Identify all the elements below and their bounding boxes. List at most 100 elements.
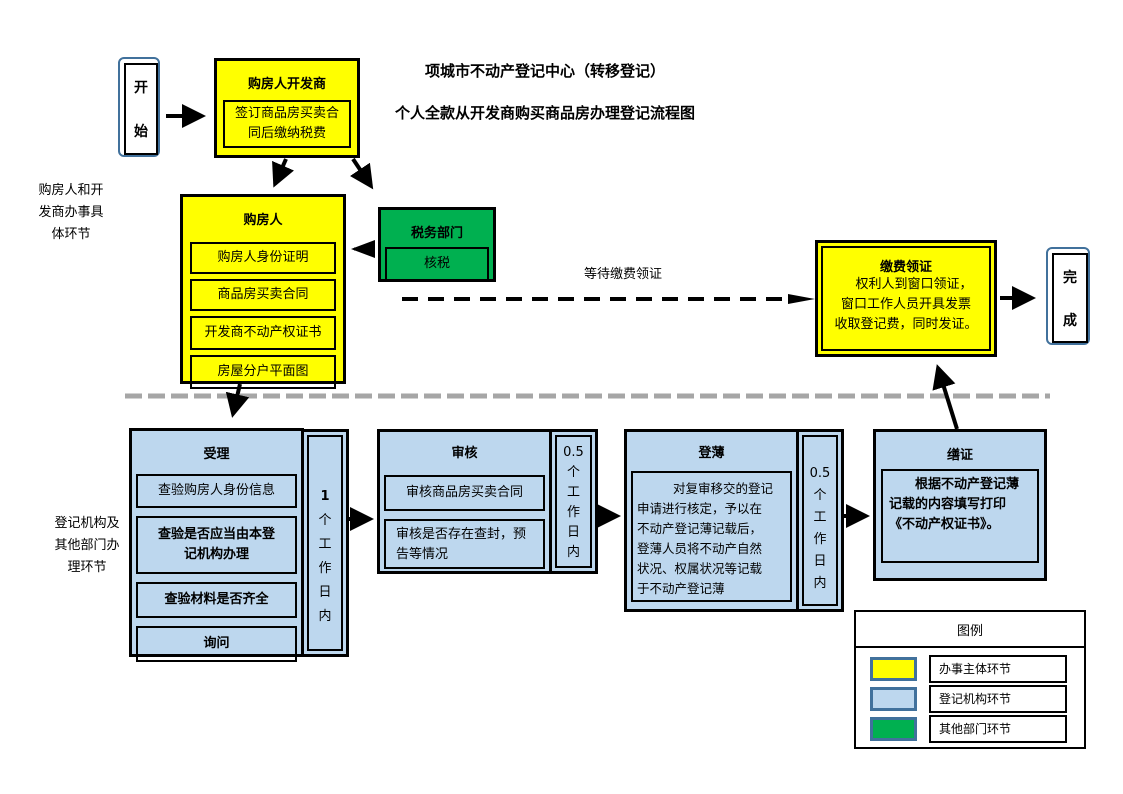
duration-char: 工 (813, 510, 827, 525)
duration-char: 日 (566, 525, 580, 540)
content-line: 根据不动产登记薄 (915, 477, 1020, 492)
accept-item-materials: 查验材料是否齐全 (136, 582, 297, 618)
accept-item-inquiry: 询问 (136, 626, 297, 662)
duration-char: 工 (566, 485, 580, 500)
content-line: 于不动产登记薄 (637, 581, 725, 596)
label-line: 理环节 (67, 560, 107, 575)
arrow-wait-head (788, 294, 815, 304)
label-line: 其他部门办 (54, 538, 120, 553)
content-line: 审核是否存在查封，预 (396, 527, 527, 542)
start-char-2: 始 (134, 124, 148, 140)
pay-collect-content: 权利人到窗口领证， 窗口工作人员开具发票 收取登记费，同时发证。 (823, 275, 989, 335)
review-box[interactable]: 审核 审核商品房买卖合同 审核是否存在查封，预 告等情况 (377, 429, 552, 574)
duration-text: 0.5 个 工 作 日 内 (802, 435, 838, 606)
content-line: 申请进行核定，予以在 (637, 501, 763, 516)
duration-char: 个 (566, 465, 580, 480)
duration-char: 作 (318, 561, 332, 576)
legend-label-other: 其他部门环节 (929, 715, 1067, 743)
duration-text: 1 个 工 作 日 内 (307, 435, 343, 651)
review-heading: 审核 (451, 446, 478, 461)
tax-dept-content: 核税 (385, 247, 489, 281)
duration-char: 个 (813, 488, 827, 503)
register-box[interactable]: 登薄 对复审移交的登记 申请进行核定，予以在 不动产登记薄记载后， 登薄人员将不… (624, 429, 799, 612)
pay-collect-heading: 缴费领证 (879, 260, 932, 275)
register-content: 对复审移交的登记 申请进行核定，予以在 不动产登记薄记载后， 登薄人员将不动产自… (631, 471, 792, 602)
side-label-applicant-stage: 购房人和开 发商办事具 体环节 (28, 180, 114, 246)
content-line: 记机构办理 (183, 547, 249, 562)
label-line: 购房人和开 (38, 183, 104, 198)
buyer-item-floor-plan: 房屋分户平面图 (190, 355, 336, 389)
tax-dept-heading: 税务部门 (410, 226, 463, 241)
title-line-1: 项城市不动产登记中心（转移登记） (425, 62, 666, 80)
buyer-box[interactable]: 购房人 购房人身份证明 商品房买卖合同 开发商不动产权证书 房屋分户平面图 (180, 194, 346, 389)
register-duration: 0.5 个 工 作 日 内 (796, 429, 844, 612)
duration-char: 内 (813, 576, 827, 591)
finish-terminal[interactable]: 完 成 (1046, 247, 1090, 345)
register-heading: 登薄 (698, 446, 725, 461)
buyer-item-developer-certificate: 开发商不动产权证书 (190, 316, 336, 350)
finish-char-1: 完 (1063, 269, 1077, 286)
review-duration: 0.5 个 工 作 日 内 (549, 429, 598, 574)
certificate-box[interactable]: 缮证 根据不动产登记薄 记载的内容填写打印 《不动产权证书》。 (873, 429, 1047, 581)
duration-char: 内 (566, 545, 580, 560)
legend-label-registry: 登记机构环节 (929, 685, 1067, 713)
accept-item-identity: 查验购房人身份信息 (136, 474, 297, 508)
buyer-developer-box[interactable]: 购房人开发商 签订商品房买卖合 同后缴纳税费 (214, 58, 360, 158)
start-terminal[interactable]: 开 始 (118, 57, 160, 157)
legend-swatch-other (870, 717, 917, 741)
content-line: 窗口工作人员开具发票 (840, 297, 971, 312)
content-line: 收取登记费，同时发证。 (834, 317, 978, 332)
review-item-contract: 审核商品房买卖合同 (384, 475, 545, 511)
arrow-developer-to-tax (349, 157, 374, 190)
content-line: 登薄人员将不动产自然 (637, 541, 763, 556)
duration-number: 1 (320, 489, 330, 504)
content-line: 对复审移交的登记 (673, 481, 774, 496)
duration-char: 作 (566, 505, 580, 520)
duration-text: 0.5 个 工 作 日 内 (555, 435, 592, 568)
certificate-heading: 缮证 (946, 448, 973, 463)
buyer-item-contract: 商品房买卖合同 (190, 279, 336, 311)
duration-char: 工 (318, 537, 332, 552)
content-line: 查验是否应当由本登 (157, 527, 275, 542)
duration-char: 个 (318, 513, 332, 528)
duration-char: 内 (318, 609, 332, 624)
duration-char: 日 (318, 585, 332, 600)
start-char-1: 开 (134, 80, 148, 96)
content-line: 《不动产权证书》。 (889, 517, 1000, 532)
label-line: 发商办事具 (38, 205, 104, 220)
accept-item-jurisdiction: 查验是否应当由本登 记机构办理 (136, 516, 297, 574)
tax-dept-box[interactable]: 税务部门 核税 (378, 207, 496, 282)
duration-number: 0.5 (563, 445, 584, 460)
content-line: 告等情况 (396, 547, 449, 562)
title-line-2: 个人全款从开发商购买商品房办理登记流程图 (395, 104, 696, 122)
pay-collect-box[interactable]: 缴费领证 权利人到窗口领证， 窗口工作人员开具发票 收取登记费，同时发证。 (815, 240, 997, 357)
content-line: 同后缴纳税费 (247, 126, 326, 141)
content-line: 权利人到窗口领证， (855, 277, 973, 292)
legend-swatch-subject (870, 657, 917, 681)
content-line: 记载的内容填写打印 (889, 497, 1007, 512)
buyer-developer-content: 签订商品房买卖合 同后缴纳税费 (223, 100, 351, 148)
arrow-developer-to-buyer (272, 158, 295, 188)
finish-char-2: 成 (1063, 312, 1077, 329)
content-line: 状况、权属状况等记载 (637, 561, 763, 576)
content-line: 签订商品房买卖合 (234, 106, 339, 121)
legend-label-subject: 办事主体环节 (929, 655, 1067, 683)
review-item-seizure: 审核是否存在查封，预 告等情况 (384, 519, 545, 569)
label-line: 体环节 (51, 227, 91, 242)
side-label-registry-stage: 登记机构及 其他部门办 理环节 (44, 513, 130, 579)
accept-heading: 受理 (203, 447, 230, 462)
duration-number: 0.5 (809, 466, 831, 481)
arrow-certificate-to-pay (932, 364, 959, 430)
legend: 图例 办事主体环节 登记机构环节 其他部门环节 (854, 610, 1086, 749)
legend-swatch-registry (870, 687, 917, 711)
accept-box[interactable]: 受理 查验购房人身份信息 查验是否应当由本登 记机构办理 查验材料是否齐全 询问 (129, 428, 304, 662)
accept-duration: 1 个 工 作 日 内 (301, 429, 349, 657)
buyer-item-id: 购房人身份证明 (190, 242, 336, 274)
buyer-developer-heading: 购房人开发商 (247, 77, 326, 92)
duration-char: 日 (813, 554, 827, 569)
duration-char: 作 (813, 532, 827, 547)
certificate-content: 根据不动产登记薄 记载的内容填写打印 《不动产权证书》。 (881, 469, 1039, 563)
label-line: 登记机构及 (54, 516, 120, 531)
content-line: 不动产登记薄记载后， (637, 521, 763, 536)
wait-label: 等待缴费领证 (584, 267, 663, 282)
